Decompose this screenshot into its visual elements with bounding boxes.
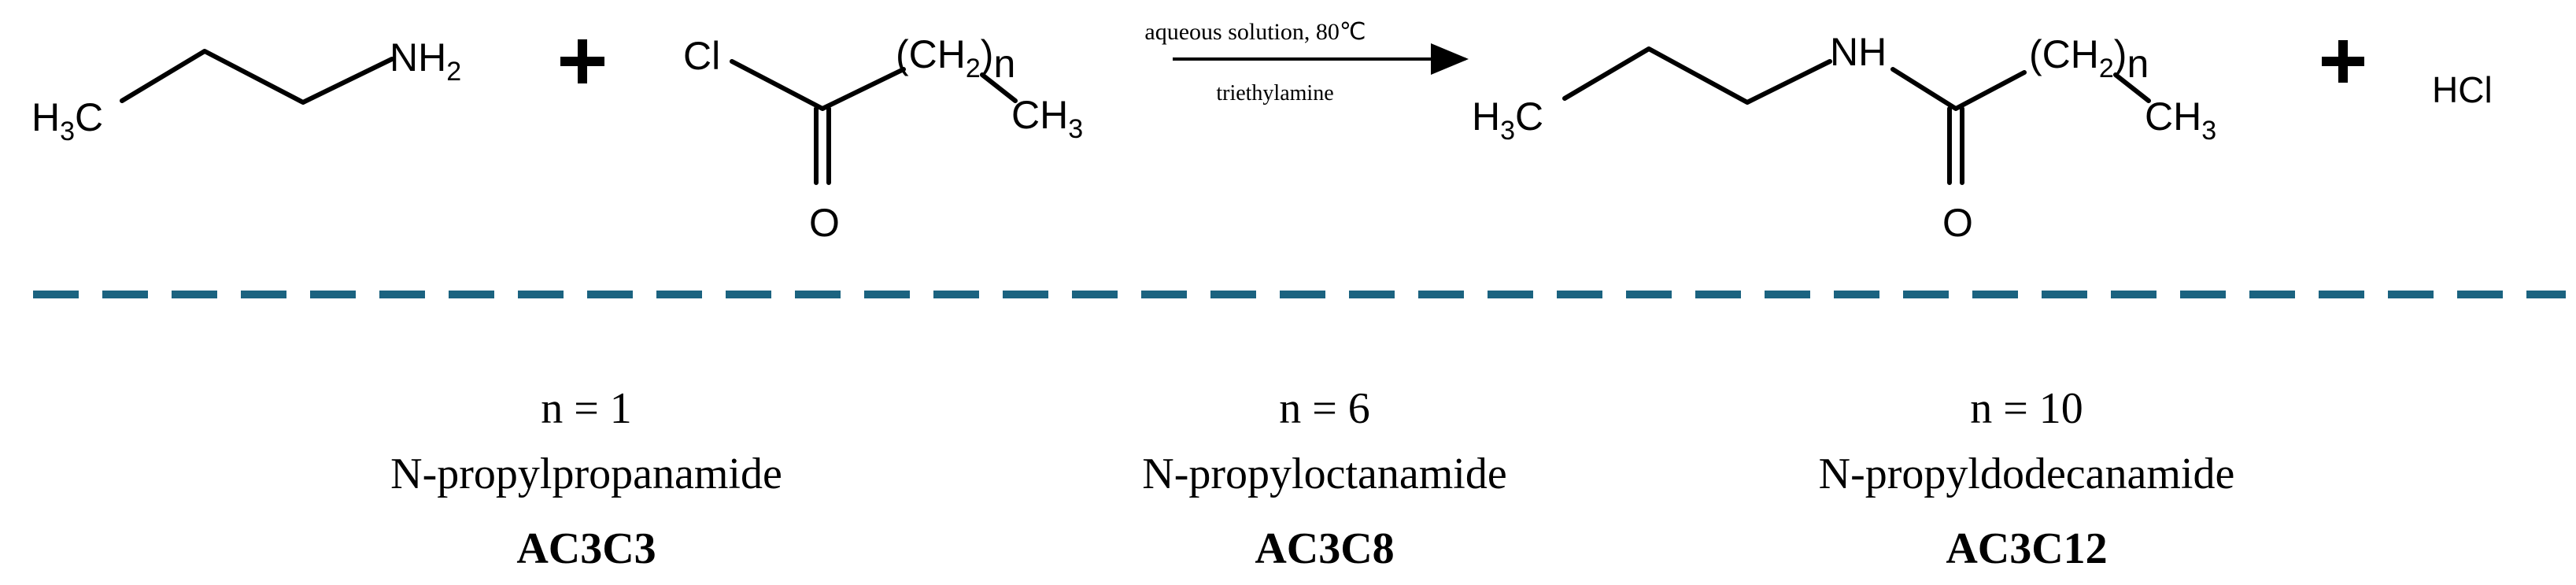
amide-terminal-bond [2113,72,2151,103]
amide-acyl-bonds [1890,67,2027,111]
acyl-chloride-oxygen-label: O [809,201,840,245]
amide-oxygen-label: O [1942,201,1973,245]
amide-terminal-label: CH3 [2145,94,2216,146]
propylamine-methyl-label: H3C [31,95,103,146]
compound-3-n-value: n = 10 [1970,384,2083,433]
amide-chain-label: (CH2)n [2029,32,2149,86]
hcl-byproduct-label: HCl [2432,69,2493,110]
propylamine-structure: H3C NH2 [31,35,461,146]
acyl-chloride-carbonyl-bond [814,106,831,185]
propylamine-amino-label: NH2 [390,35,461,87]
acyl-chloride-chlorine-label: Cl [683,34,720,78]
compound-1: n = 1 N-propylpropanamide AC3C3 [390,384,782,573]
propylamine-bonds [120,49,394,105]
plus-sign-products [2322,40,2364,83]
condition-top-label: aqueous solution, 80℃ [1144,19,1366,45]
acyl-chloride-terminal-bond [980,72,1018,103]
compound-3-name: N-propyldodecanamide [1819,450,2235,498]
amide-nh-label: NH [1830,30,1887,74]
acyl-chloride-bonds [730,59,906,111]
compound-2-n-value: n = 6 [1279,384,1370,433]
compound-1-n-value: n = 1 [541,384,632,433]
amide-bonds [1562,46,1832,105]
acyl-chloride-chain-label: (CH2)n [896,32,1015,86]
acyl-chloride-structure: Cl O (CH2)n CH3 [683,32,1083,245]
compound-1-code: AC3C3 [516,524,656,573]
compound-2: n = 6 N-propyloctanamide AC3C8 [1142,384,1506,573]
amide-product-structure: H3C NH O (CH2)n CH3 [1472,30,2216,245]
amide-methyl-label: H3C [1472,94,1543,146]
compound-2-code: AC3C8 [1255,524,1394,573]
amide-carbonyl-bond [1947,106,1964,185]
compound-3: n = 10 N-propyldodecanamide AC3C12 [1819,384,2235,573]
reaction-arrow-group: aqueous solution, 80℃ triethylamine [1144,19,1469,106]
compound-3-code: AC3C12 [1946,524,2107,573]
compound-1-name: N-propylpropanamide [390,450,782,498]
plus-sign-reactants [560,39,604,83]
acyl-chloride-terminal-label: CH3 [1011,93,1083,144]
condition-bottom-label: triethylamine [1216,81,1333,106]
compound-2-name: N-propyloctanamide [1142,450,1506,498]
